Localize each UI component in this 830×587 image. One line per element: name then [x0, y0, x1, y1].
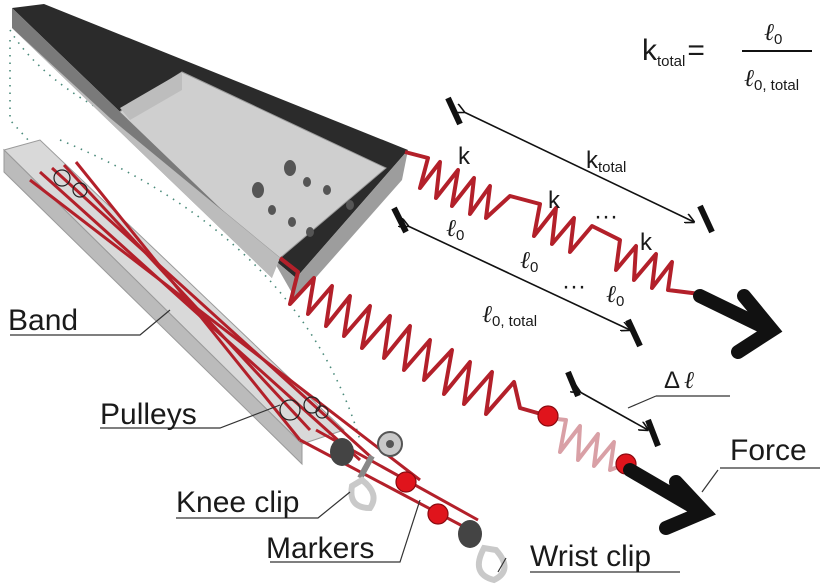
- markers: [395, 405, 637, 525]
- label-l0-total-sub: 0, total: [492, 313, 537, 330]
- label-k-total-sub: total: [598, 159, 626, 176]
- dimension-indicators: [391, 96, 715, 448]
- spring-labels: k k k ··· ktotal ℓ0 ℓ0 ··· ℓ0 ℓ0, total …: [446, 143, 694, 394]
- knee-clip: [330, 431, 403, 512]
- label-k-total: k: [586, 147, 599, 174]
- housing-3d: [12, 4, 408, 300]
- force-arrow-lower: [623, 463, 716, 535]
- formula-k: k: [642, 34, 658, 67]
- label-wrist-clip: Wrist clip: [530, 540, 651, 573]
- label-l0-total: ℓ: [482, 300, 492, 328]
- label-l0-2-sub: 0: [530, 259, 538, 276]
- label-knee-clip: Knee clip: [176, 486, 299, 519]
- housing-floor: [120, 72, 182, 120]
- formula-denominator: ℓ: [744, 64, 754, 92]
- label-l0-1: ℓ: [446, 214, 456, 242]
- svg-text:ktotal: ktotal: [586, 147, 626, 176]
- housing-bottom: [12, 28, 280, 278]
- formula-denominator-sub: 0, total: [754, 77, 799, 94]
- housing-holes: [252, 160, 354, 237]
- formula: ktotal= ℓ0 ℓ0, total: [642, 18, 812, 94]
- label-band: Band: [8, 304, 78, 337]
- formula-k-sub: total: [657, 53, 685, 70]
- formula-numerator-sub: 0: [774, 31, 782, 48]
- label-force: Force: [730, 434, 807, 467]
- svg-text:ℓ0: ℓ0: [446, 214, 464, 244]
- label-l0-3: ℓ: [606, 280, 616, 308]
- svg-text:ktotal=: ktotal=: [642, 34, 705, 70]
- label-l0-2: ℓ: [520, 246, 530, 274]
- svg-text:ℓ0, total: ℓ0, total: [744, 64, 799, 94]
- svg-text:ℓ0: ℓ0: [606, 280, 624, 310]
- marker-dot: [427, 503, 449, 525]
- label-k-2: k: [548, 187, 561, 214]
- label-markers: Markers: [266, 532, 374, 565]
- label-l0-3-sub: 0: [616, 293, 624, 310]
- label-pulleys: Pulleys: [100, 398, 197, 431]
- marker-dot: [395, 471, 417, 493]
- label-l0-1-sub: 0: [456, 227, 464, 244]
- pulley-icons: [53, 169, 329, 421]
- label-dots-upper: ···: [594, 203, 618, 230]
- svg-text:Δℓ: Δℓ: [664, 366, 694, 394]
- svg-text:ℓ0, total: ℓ0, total: [482, 300, 537, 330]
- label-k-3: k: [640, 229, 653, 256]
- svg-text:ℓ0: ℓ0: [520, 246, 538, 276]
- callout-labels: Band Pulleys Knee clip Markers Wrist cli…: [8, 304, 807, 573]
- force-arrows: [623, 289, 783, 535]
- formula-numerator: ℓ: [764, 18, 774, 46]
- callout-leaders: [10, 309, 820, 573]
- formula-equals: =: [687, 34, 705, 67]
- wrist-clip: [458, 520, 508, 584]
- label-delta-l: ℓ: [684, 366, 694, 394]
- spring-stretched: [547, 416, 627, 472]
- label-dots-lower: ···: [562, 273, 586, 300]
- force-arrow-upper: [693, 289, 783, 359]
- svg-text:ℓ0: ℓ0: [764, 18, 782, 48]
- spring-lower: [278, 256, 549, 418]
- label-k-1: k: [458, 143, 471, 170]
- marker-dot: [537, 405, 559, 427]
- band-box: [3, 139, 421, 482]
- label-delta: Δ: [664, 367, 680, 394]
